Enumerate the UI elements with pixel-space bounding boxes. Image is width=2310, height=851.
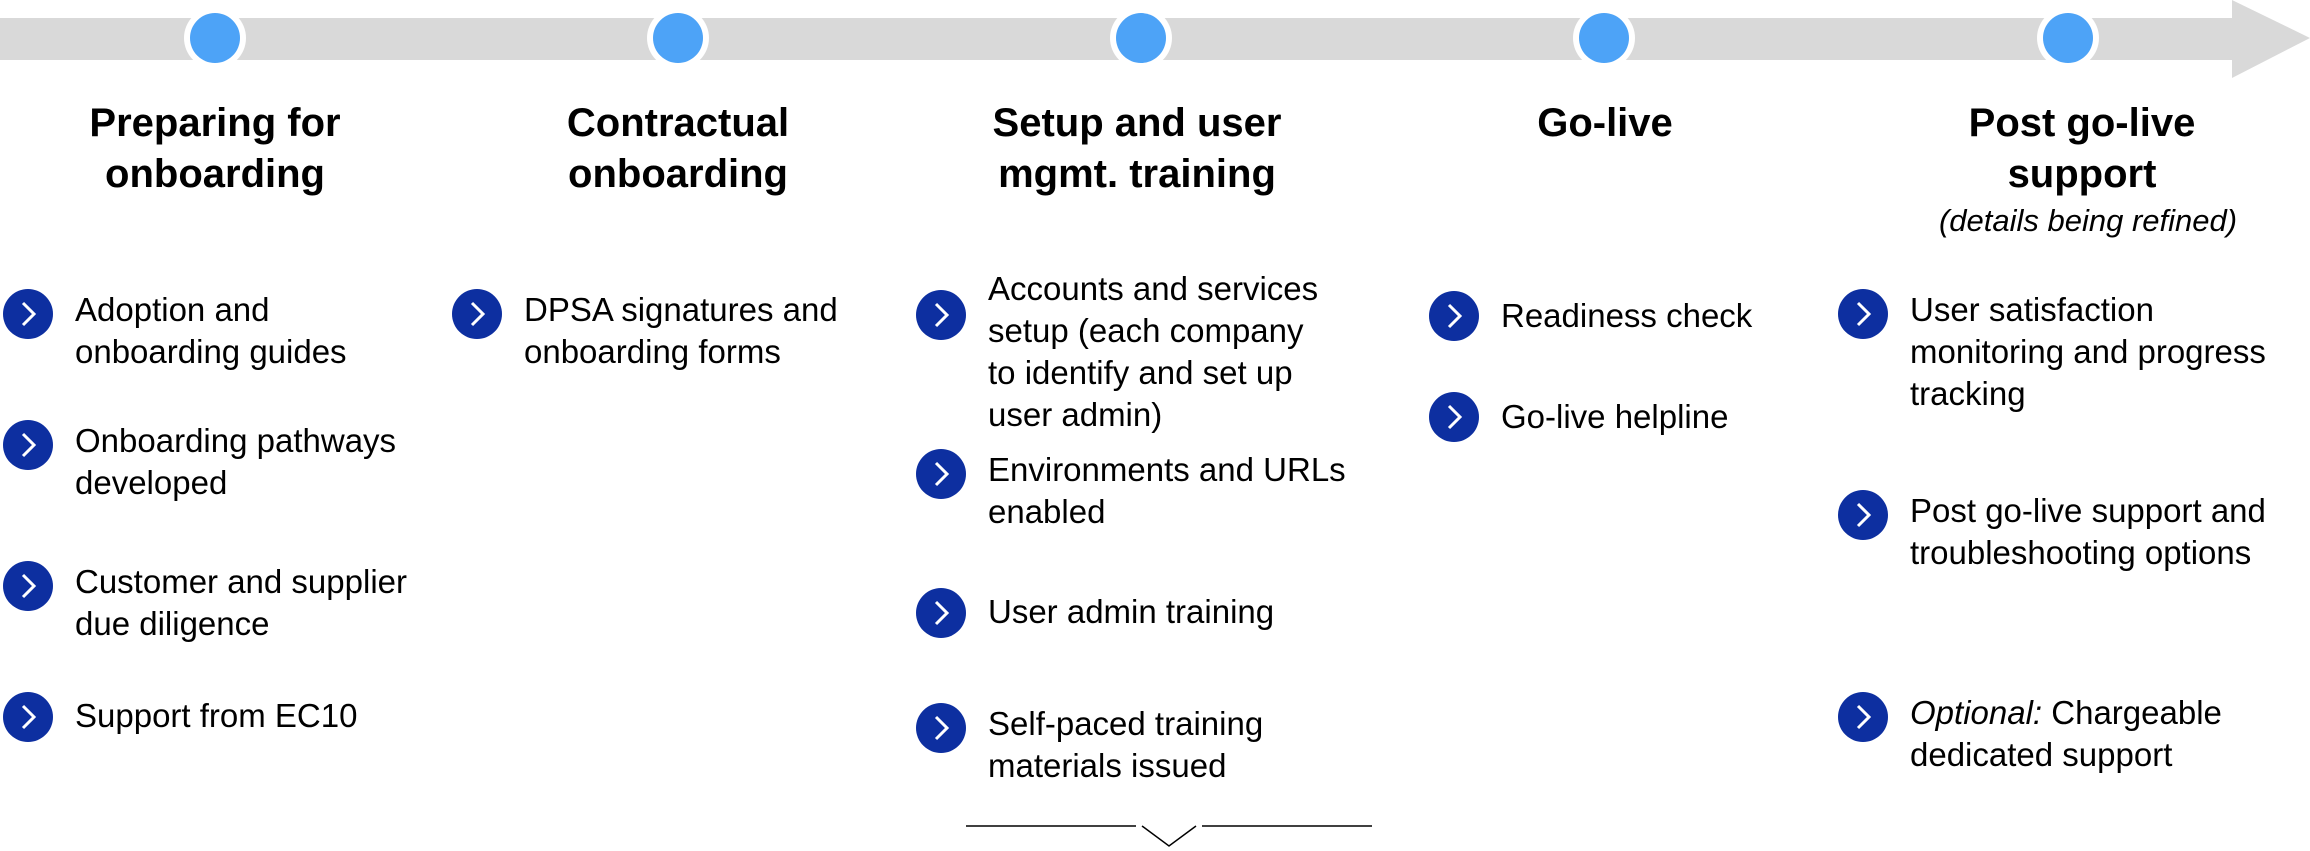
list-item: Support from EC10	[3, 692, 357, 742]
list-item: User admin training	[916, 588, 1274, 638]
chevron-right-icon	[3, 289, 53, 339]
timeline-arrow	[0, 0, 2310, 78]
milestone-dot-icon	[2037, 7, 2099, 69]
list-item-line: Optional: Chargeable	[1910, 692, 2222, 734]
milestone-dot-icon	[647, 7, 709, 69]
chevron-right-icon	[1838, 289, 1888, 339]
chevron-right-icon	[3, 692, 53, 742]
list-item: Adoption and onboarding guides	[3, 289, 347, 373]
list-item-line: User satisfaction	[1910, 291, 2154, 328]
list-item: Self-paced training materials issued	[916, 703, 1263, 787]
chevron-right-icon	[1429, 291, 1479, 341]
list-item: Onboarding pathways developed	[3, 420, 396, 504]
chevron-right-icon	[1838, 490, 1888, 540]
list-item-line: materials issued	[988, 747, 1227, 784]
list-item: Optional: Chargeable dedicated support	[1838, 692, 2222, 776]
phase-title-preparing: Preparing for onboarding	[45, 98, 385, 200]
optional-label: Optional:	[1910, 694, 2043, 731]
list-item-text: Onboarding pathways developed	[75, 420, 396, 504]
list-item-text: Go-live helpline	[1501, 396, 1728, 438]
list-item: Go-live helpline	[1429, 392, 1728, 442]
list-item: DPSA signatures and onboarding forms	[452, 289, 838, 373]
list-item-text: User admin training	[988, 591, 1274, 633]
list-item-line-rest: Chargeable	[2042, 694, 2222, 731]
milestone-dot-icon	[1573, 7, 1635, 69]
phase-title-line: Setup and user	[992, 101, 1282, 145]
list-item-line: Accounts and services	[988, 270, 1319, 307]
list-item-line: Readiness check	[1501, 297, 1753, 334]
list-item-text: Support from EC10	[75, 695, 357, 737]
list-item-line: Post go-live support and	[1910, 492, 2266, 529]
phase-title-line: mgmt. training	[998, 152, 1276, 196]
phase-title-line: support	[2007, 152, 2157, 196]
chevron-right-icon	[1838, 692, 1888, 742]
phase-title-line: Preparing for	[89, 101, 341, 145]
list-item-line: tracking	[1910, 375, 2026, 412]
list-item: Readiness check	[1429, 291, 1752, 341]
list-item-text: DPSA signatures and onboarding forms	[524, 289, 838, 373]
chevron-right-icon	[3, 420, 53, 470]
chevron-right-icon	[3, 561, 53, 611]
list-item-line: Environments and URLs	[988, 451, 1346, 488]
list-item-line: monitoring and progress	[1910, 333, 2266, 370]
list-item-line: user admin)	[988, 396, 1163, 433]
chevron-right-icon	[452, 289, 502, 339]
list-item-line: troubleshooting options	[1910, 534, 2252, 571]
chevron-down-icon[interactable]	[966, 812, 1372, 850]
list-item-text: Customer and supplier due diligence	[75, 561, 407, 645]
list-item-line: to identify and set up	[988, 354, 1293, 391]
list-item-text: Readiness check	[1501, 295, 1752, 337]
list-item-line: developed	[75, 464, 228, 501]
chevron-right-icon	[916, 290, 966, 340]
list-item-line: enabled	[988, 493, 1106, 530]
milestone-dot-icon	[1110, 7, 1172, 69]
list-item: Environments and URLs enabled	[916, 449, 1346, 533]
list-item: Customer and supplier due diligence	[3, 561, 407, 645]
list-item-line: onboarding guides	[75, 333, 347, 370]
list-item-text: Post go-live support and troubleshooting…	[1910, 490, 2266, 574]
phase-title-line: Post go-live	[1968, 101, 2196, 145]
list-item-text: Accounts and services setup (each compan…	[988, 268, 1318, 436]
list-item-line: onboarding forms	[524, 333, 781, 370]
chevron-right-icon	[916, 703, 966, 753]
list-item: User satisfaction monitoring and progres…	[1838, 289, 2266, 415]
list-item-text: Environments and URLs enabled	[988, 449, 1346, 533]
phase-title-line: Go-live	[1537, 101, 1673, 145]
phase-title-line: onboarding	[568, 152, 788, 196]
phase-title-line: onboarding	[105, 152, 325, 196]
list-item-text: Optional: Chargeable dedicated support	[1910, 692, 2222, 776]
list-item-line: Support from EC10	[75, 697, 358, 734]
list-item-text: Adoption and onboarding guides	[75, 289, 347, 373]
list-item-text: Self-paced training materials issued	[988, 703, 1263, 787]
list-item: Post go-live support and troubleshooting…	[1838, 490, 2266, 574]
phase-title-golive: Go-live	[1435, 98, 1775, 149]
milestone-dot-icon	[184, 7, 246, 69]
list-item-line: dedicated support	[1910, 736, 2173, 773]
list-item-text: User satisfaction monitoring and progres…	[1910, 289, 2266, 415]
list-item-line: Onboarding pathways	[75, 422, 397, 459]
list-item-line: Customer and supplier	[75, 563, 407, 600]
list-item-line: Self-paced training	[988, 705, 1264, 742]
phase-title-post-golive: Post go-live support	[1912, 98, 2252, 200]
list-item-line: DPSA signatures and	[524, 291, 838, 328]
phase-note: (details being refined)	[1938, 203, 2238, 238]
chevron-right-icon	[1429, 392, 1479, 442]
phase-title-contractual: Contractual onboarding	[508, 98, 848, 200]
list-item-line: Go-live helpline	[1501, 398, 1729, 435]
list-item-line: Adoption and	[75, 291, 270, 328]
list-item-line: due diligence	[75, 605, 270, 642]
phase-title-line: Contractual	[566, 101, 790, 145]
chevron-right-icon	[916, 588, 966, 638]
list-item-line: User admin training	[988, 593, 1275, 630]
chevron-right-icon	[916, 449, 966, 499]
list-item-line: setup (each company	[988, 312, 1304, 349]
phase-title-setup: Setup and user mgmt. training	[967, 98, 1307, 200]
list-item: Accounts and services setup (each compan…	[916, 268, 1318, 436]
